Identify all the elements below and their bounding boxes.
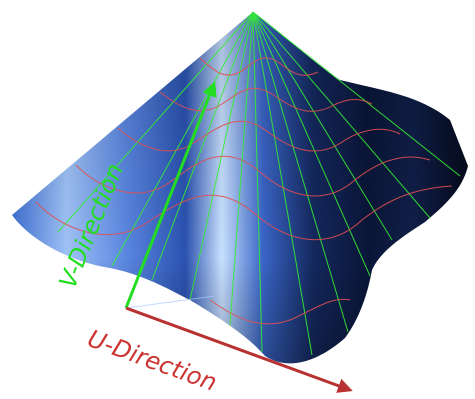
u-direction-arrow [125,306,353,393]
v-direction-arrow [124,81,217,309]
u-isoparametric-curves [35,57,453,325]
base-corner-line [125,295,216,309]
